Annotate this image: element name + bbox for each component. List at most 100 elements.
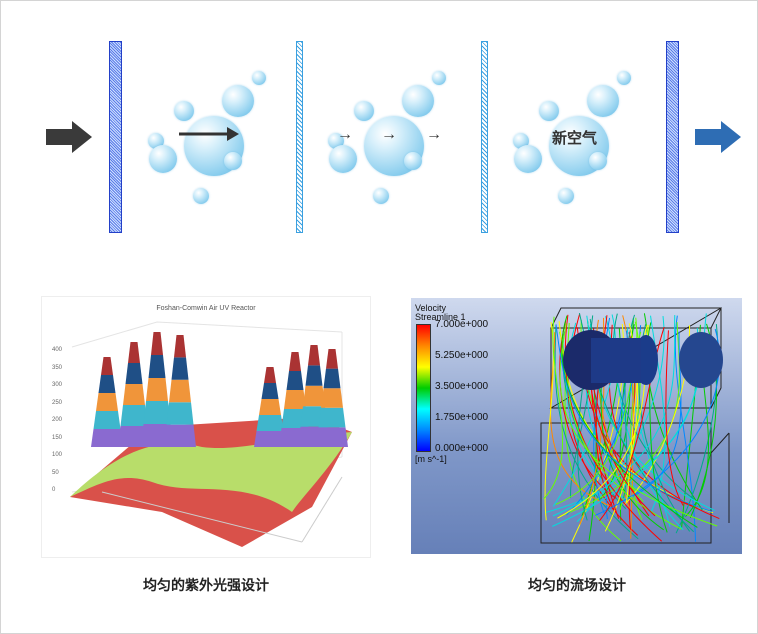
uv-peak-band bbox=[164, 424, 196, 447]
streamline bbox=[665, 330, 684, 506]
flow-arrow-icon bbox=[179, 127, 239, 141]
velocity-colorbar bbox=[416, 324, 431, 452]
uv-peak-band bbox=[128, 342, 140, 363]
filter-1 bbox=[109, 41, 122, 233]
legend-value: 7.000e+000 bbox=[435, 319, 489, 330]
uv-peak-band bbox=[286, 371, 304, 390]
legend-unit: [m s^-1] bbox=[415, 454, 447, 464]
y-tick-label: 150 bbox=[52, 434, 63, 441]
uv-peak-band bbox=[91, 429, 123, 447]
streamline bbox=[552, 315, 676, 517]
streamline bbox=[561, 315, 698, 528]
uv-peak-band bbox=[169, 379, 191, 403]
y-tick-label: 200 bbox=[52, 417, 63, 423]
uv-peak-band bbox=[143, 401, 171, 424]
uv-peak-band bbox=[284, 390, 306, 409]
uv-peak-band bbox=[326, 349, 338, 369]
streamline bbox=[559, 323, 718, 527]
bubble bbox=[224, 152, 242, 170]
bubble bbox=[354, 101, 374, 121]
legend-value: 3.500e+000 bbox=[435, 381, 489, 392]
bubble bbox=[587, 85, 619, 117]
uv-peak-band bbox=[98, 375, 116, 393]
bubble bbox=[558, 188, 574, 204]
surface-plot bbox=[70, 321, 352, 547]
flow-arrow-icon: → bbox=[337, 126, 353, 143]
uv-peak-band bbox=[151, 332, 163, 355]
bubble bbox=[373, 188, 389, 204]
uv-peak-band bbox=[289, 352, 301, 371]
flow-simulation-image: Velocity Streamline 1 7.000e+000 5.250e+0… bbox=[411, 298, 742, 554]
streamline bbox=[599, 326, 665, 522]
streamline bbox=[620, 331, 682, 503]
filter-2 bbox=[296, 41, 303, 233]
bubble bbox=[617, 71, 631, 85]
flow-caption: 均匀的流场设计 bbox=[528, 577, 626, 593]
bubble bbox=[149, 145, 177, 173]
bubble bbox=[222, 85, 254, 117]
flow-arrow-icon: → bbox=[426, 126, 442, 143]
y-tick-label: 0 bbox=[52, 487, 56, 493]
inlet-arrow-icon bbox=[46, 121, 92, 153]
uv-peak-band bbox=[264, 367, 276, 383]
streamline bbox=[650, 315, 666, 514]
outlet-arrow-icon bbox=[695, 121, 741, 153]
uv-peak-band bbox=[123, 384, 145, 405]
legend-value: 1.750e+000 bbox=[435, 412, 489, 423]
y-tick-label: 350 bbox=[52, 364, 63, 371]
y-tick-label: 400 bbox=[52, 347, 63, 353]
bubble bbox=[193, 188, 209, 204]
uv-peak-band bbox=[174, 335, 186, 358]
uv-peak-band bbox=[256, 415, 284, 431]
uv-peak-band bbox=[261, 383, 279, 399]
uv-peak-band bbox=[96, 393, 118, 411]
bubble bbox=[174, 101, 194, 121]
uv-peak-band bbox=[148, 355, 166, 378]
legend-subtitle: Streamline 1 bbox=[415, 312, 466, 322]
legend-value: 0.000e+000 bbox=[435, 443, 489, 454]
uv-peak-band bbox=[166, 402, 194, 425]
bubble bbox=[404, 152, 422, 170]
bubble bbox=[589, 152, 607, 170]
uv-peak-band bbox=[125, 363, 143, 384]
legend-value: 5.250e+000 bbox=[435, 350, 489, 361]
uv-peak-band bbox=[101, 357, 113, 375]
uv-peak-band bbox=[93, 411, 121, 429]
y-tick-label: 50 bbox=[52, 469, 59, 476]
streamline bbox=[543, 316, 563, 500]
streamline bbox=[544, 321, 554, 521]
uv-peak-band bbox=[254, 431, 286, 447]
bubble bbox=[329, 145, 357, 173]
uv-peak-band bbox=[308, 345, 320, 366]
streamline bbox=[555, 324, 713, 513]
flow-arrow-icon: → bbox=[381, 126, 397, 143]
uv-peak-band bbox=[171, 357, 189, 380]
uv-peak-band bbox=[323, 368, 341, 389]
streamline bbox=[554, 324, 639, 540]
streamline bbox=[564, 314, 663, 542]
legend-title: Velocity bbox=[415, 303, 447, 313]
bubble bbox=[252, 71, 266, 85]
fresh-air-label: 新空气 bbox=[552, 130, 598, 147]
uv-peak-band bbox=[305, 365, 323, 386]
chart-title: Foshan-Comwin Air UV Reactor bbox=[156, 305, 256, 312]
streamline-render bbox=[540, 307, 730, 544]
uv-peak-band bbox=[316, 427, 348, 447]
uv-peak-band bbox=[321, 388, 343, 408]
streamline bbox=[562, 331, 627, 509]
filter-4 bbox=[666, 41, 679, 233]
uv-peak-band bbox=[120, 405, 148, 426]
streamline bbox=[613, 313, 695, 500]
y-tick-label: 250 bbox=[52, 399, 63, 406]
bubble bbox=[539, 101, 559, 121]
bubble bbox=[402, 85, 434, 117]
uv-peak-band bbox=[318, 407, 346, 428]
uv-peak-band bbox=[303, 385, 325, 407]
filter-3 bbox=[481, 41, 488, 233]
uv-peak-band bbox=[259, 399, 281, 415]
y-tick-label: 300 bbox=[52, 382, 63, 388]
uv-caption: 均匀的紫外光强设计 bbox=[143, 577, 269, 593]
bubble bbox=[432, 71, 446, 85]
